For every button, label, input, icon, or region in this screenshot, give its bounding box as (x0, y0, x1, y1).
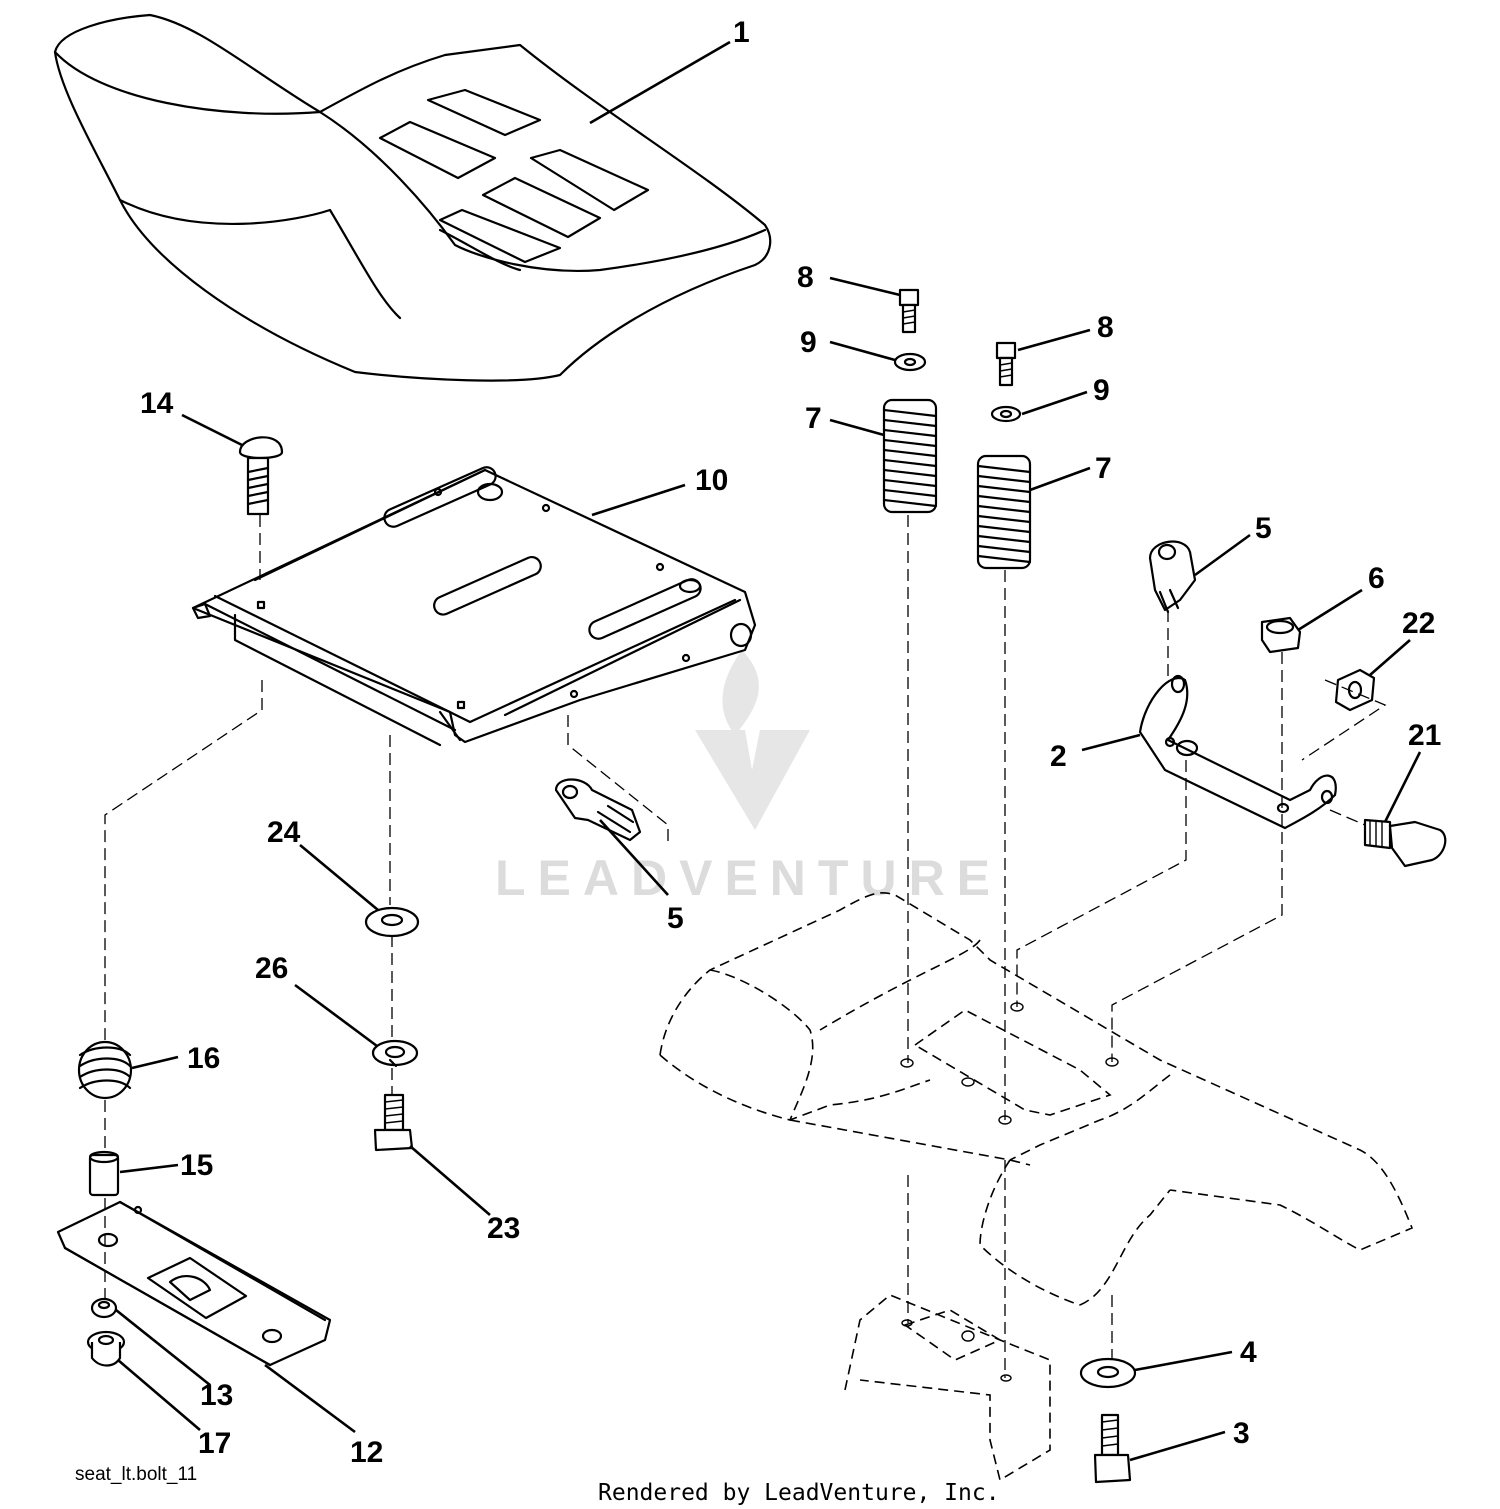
callout-9-right: 9 (1093, 374, 1110, 407)
part-clip-upper (1148, 540, 1197, 614)
tractor-frame-phantom (659, 892, 1414, 1482)
part-flat-washer (364, 906, 420, 938)
callout-7-right: 7 (1095, 452, 1112, 485)
callout-14: 14 (140, 387, 174, 420)
callout-2: 2 (1050, 740, 1067, 773)
callout-labels: 1 8 8 9 9 7 7 14 10 5 6 22 2 21 24 5 26 … (140, 16, 1441, 1469)
watermark-text: LEADVENTURE (495, 850, 1002, 906)
callout-10: 10 (695, 464, 728, 497)
callout-23: 23 (487, 1212, 520, 1245)
callout-4: 4 (1240, 1336, 1257, 1369)
part-seat-plate (56, 1200, 332, 1367)
part-lock-washer (371, 1039, 419, 1068)
callout-21: 21 (1408, 719, 1441, 752)
part-carriage-bolt (238, 436, 284, 516)
part-nut-13 (90, 1297, 118, 1319)
callout-16: 16 (187, 1042, 220, 1075)
callout-7-left: 7 (805, 402, 822, 435)
part-nut (1334, 668, 1376, 712)
callout-26: 26 (255, 952, 288, 985)
part-spacer (88, 1150, 120, 1197)
part-spring-left (882, 398, 938, 514)
callout-15: 15 (180, 1149, 213, 1182)
part-bolt-8-right (995, 341, 1017, 387)
callout-1: 1 (733, 16, 750, 49)
credit-text: Rendered by LeadVenture, Inc. (598, 1480, 1000, 1506)
part-bolt-8-left (898, 288, 920, 334)
drawing-code: seat_lt.bolt_11 (75, 1464, 197, 1485)
callout-5-upper: 5 (1255, 512, 1272, 545)
callout-22: 22 (1402, 607, 1435, 640)
callout-8-left: 8 (797, 261, 814, 294)
part-seat-pan (191, 466, 757, 747)
part-washer-4 (1079, 1357, 1137, 1389)
part-washer-9-right (990, 405, 1022, 423)
alignment-lines (104, 515, 1387, 1378)
callout-5-lower: 5 (667, 902, 684, 935)
part-hex-bolt-3 (1093, 1413, 1132, 1484)
callout-9-left: 9 (800, 326, 817, 359)
callout-3: 3 (1233, 1417, 1250, 1450)
part-bracket (1138, 674, 1337, 830)
part-hex-bolt-23 (373, 1093, 414, 1152)
callout-13: 13 (200, 1379, 233, 1412)
part-shoulder-bolt (1363, 818, 1447, 868)
callout-12: 12 (350, 1436, 383, 1469)
part-small-spring (77, 1040, 133, 1100)
callout-8-right: 8 (1097, 311, 1114, 344)
part-locknut (1260, 616, 1302, 654)
part-spring-right (976, 454, 1032, 570)
leader-lines (115, 40, 1422, 1462)
callout-6: 6 (1368, 562, 1385, 595)
part-seat (53, 13, 772, 382)
part-flange-nut-17 (86, 1330, 126, 1367)
part-clip-lower (554, 778, 642, 842)
callout-17: 17 (198, 1427, 231, 1460)
callout-24: 24 (267, 816, 301, 849)
part-washer-9-left (893, 352, 927, 372)
